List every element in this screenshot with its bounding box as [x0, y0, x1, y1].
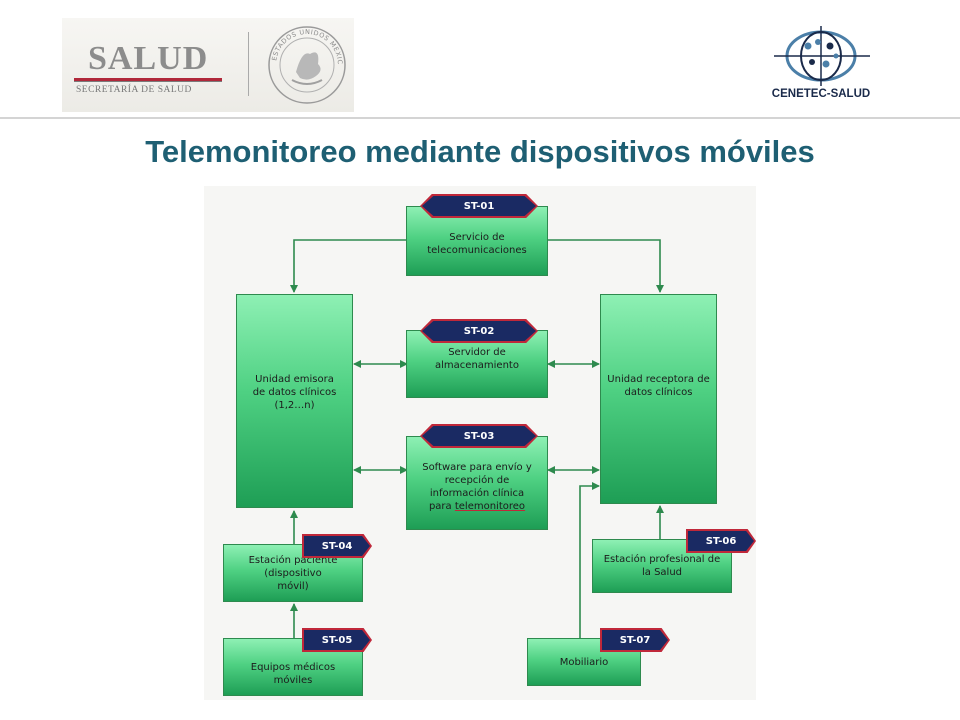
tag-st-03: ST-03 — [422, 426, 536, 446]
node-unidad-receptora: Unidad receptora de datos clínicos — [600, 294, 717, 504]
node-unidad-emisora: Unidad emisora de datos clínicos (1,2…n) — [236, 294, 353, 508]
logo-divider — [248, 32, 249, 96]
node-software-envio: Software para envío y recepción de infor… — [406, 436, 548, 530]
salud-rule-red — [74, 78, 222, 81]
header-divider — [0, 117, 960, 119]
salud-wordmark: SALUD — [88, 40, 209, 77]
tag-st-05: ST-05 — [304, 630, 370, 650]
tag-st-06: ST-06 — [688, 531, 754, 551]
mexican-seal-icon: ESTADOS UNIDOS MEXICANOS — [266, 24, 346, 104]
tag-st-02: ST-02 — [422, 321, 536, 341]
edge-st01-emisora — [290, 239, 407, 293]
edge-st01-receptora — [548, 239, 664, 293]
tag-st-07: ST-07 — [602, 630, 668, 650]
node-software-underlined: telemonitoreo — [454, 501, 526, 512]
salud-subtitle: SECRETARÍA DE SALUD — [76, 85, 192, 95]
cenetec-globe-icon — [774, 26, 870, 86]
salud-rule-grey — [74, 81, 222, 82]
cenetec-label: CENETEC-SALUD — [771, 88, 871, 100]
header: SALUD SECRETARÍA DE SALUD ESTADOS UNIDOS… — [0, 0, 960, 120]
edge-st07-receptora — [579, 482, 600, 640]
page-title: Telemonitoreo mediante dispositivos móvi… — [145, 134, 815, 169]
salud-logo: SALUD SECRETARÍA DE SALUD ESTADOS UNIDOS… — [62, 18, 354, 112]
cenetec-logo: CENETEC-SALUD — [766, 22, 876, 106]
tag-st-04: ST-04 — [304, 536, 370, 556]
node-software-label: Software para envío y recepción de infor… — [422, 462, 532, 512]
tag-st-01: ST-01 — [422, 196, 536, 216]
